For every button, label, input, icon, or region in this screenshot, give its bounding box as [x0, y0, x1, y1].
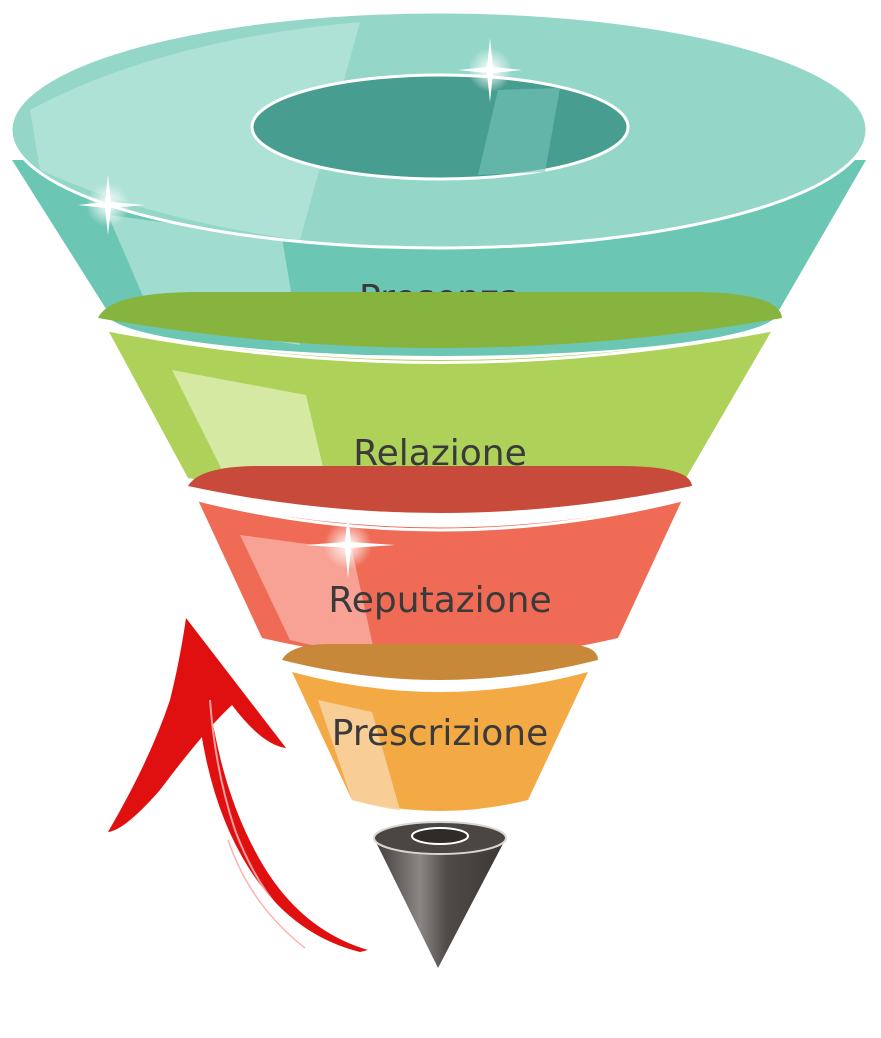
funnel-stage-reputazione: Reputazione — [188, 466, 692, 659]
upward-arrow — [108, 618, 368, 952]
stage-label-prescrizione: Prescrizione — [332, 713, 548, 754]
sparkle-2 — [78, 175, 145, 235]
funnel-tip — [373, 821, 507, 968]
stage-presenza-hole — [250, 73, 630, 181]
stage-prescrizione-rim — [282, 644, 598, 680]
sparkle-1 — [458, 38, 522, 102]
arrow-shaft — [196, 690, 368, 952]
stage-label-reputazione: Reputazione — [328, 580, 551, 621]
arrow-head — [108, 618, 286, 832]
stage-reputazione-rim — [188, 466, 692, 513]
funnel-tip-cone — [374, 838, 506, 968]
funnel-stage-prescrizione: Prescrizione — [282, 644, 598, 811]
sparkle-3 — [305, 512, 395, 578]
stage-relazione-rim — [98, 292, 782, 348]
